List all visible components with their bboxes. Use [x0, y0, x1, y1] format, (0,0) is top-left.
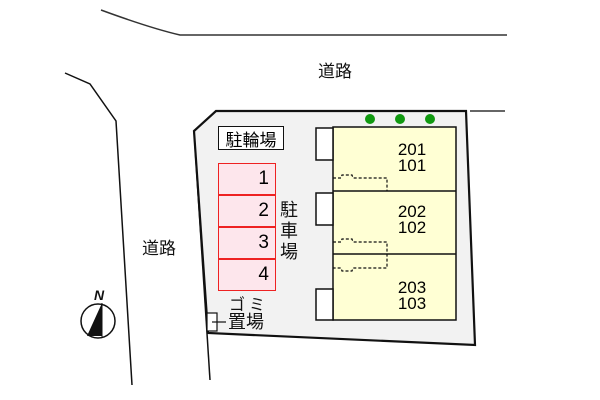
parking-slot-1: 1	[218, 163, 276, 195]
building	[332, 126, 457, 321]
unit-201: 201	[397, 140, 427, 159]
unit-202: 202	[397, 202, 427, 221]
parking-label: 駐車場	[280, 200, 298, 263]
bicycle-parking-label: 駐輪場	[218, 126, 284, 151]
lot-west-line	[193, 130, 211, 381]
north-road-label: 道路	[318, 62, 352, 82]
entrance-box	[315, 127, 334, 161]
unit-102: 102	[397, 218, 427, 237]
garbage-label-line2: 置場	[228, 312, 264, 333]
entrance-box	[315, 192, 334, 226]
entrance-box	[315, 288, 334, 321]
north-label: N	[94, 287, 105, 303]
parking-slot-2: 2	[218, 195, 276, 227]
unit-203: 203	[397, 278, 427, 297]
north-road-edge	[100, 9, 507, 36]
garbage-label-line1: ゴミ	[229, 295, 270, 314]
unit-103: 103	[397, 294, 427, 313]
stair-outline	[333, 238, 388, 272]
parking-slot-4: 4	[218, 259, 276, 291]
west-road-edge	[64, 72, 133, 386]
tree-icon	[395, 114, 405, 124]
unit-101: 101	[397, 156, 427, 175]
north-arrow-icon	[80, 303, 116, 339]
tree-icon	[365, 114, 375, 124]
west-road-label: 道路	[142, 239, 176, 259]
stair-outline	[333, 174, 388, 191]
tree-icon	[425, 114, 435, 124]
parking-slot-3: 3	[218, 227, 276, 259]
